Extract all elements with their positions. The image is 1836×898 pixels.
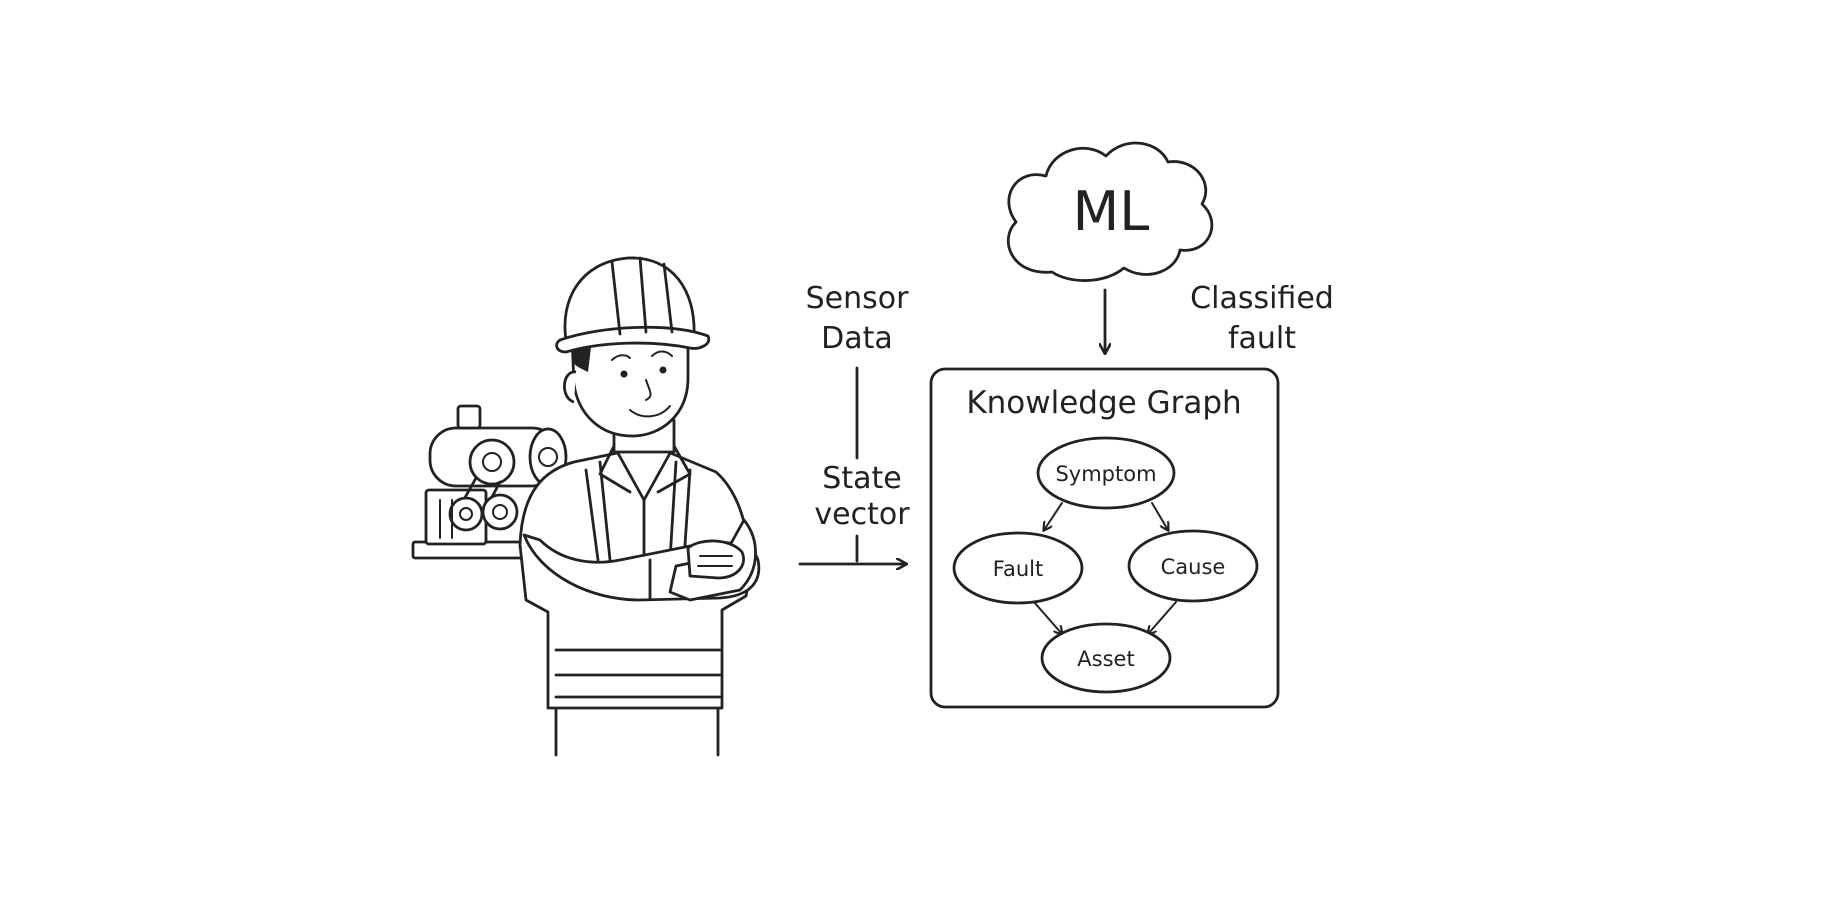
cloud-icon: ML xyxy=(1006,141,1214,282)
edge-symptom-fault xyxy=(1044,502,1063,530)
node-fault: Fault xyxy=(952,531,1084,605)
node-symptom: Symptom xyxy=(1036,436,1176,510)
state-vector-label-line2: vector xyxy=(814,497,910,532)
classified-fault-label-line2: fault xyxy=(1228,321,1296,356)
node-asset-label: Asset xyxy=(1077,647,1134,671)
knowledge-graph-title: Knowledge Graph xyxy=(966,385,1241,421)
sensor-data-label-line1: Sensor xyxy=(806,281,909,316)
edge-cause-asset xyxy=(1148,601,1177,634)
engineer-with-hard-hat-icon xyxy=(518,256,761,757)
sensor-data-label-line2: Data xyxy=(821,321,893,356)
node-fault-label: Fault xyxy=(993,557,1043,581)
ml-label: ML xyxy=(1073,180,1150,243)
knowledge-graph-box: Knowledge Graph Symptom Fault Cause Asse… xyxy=(929,367,1280,709)
edge-symptom-cause xyxy=(1151,502,1168,530)
classified-fault-label-line1: Classified xyxy=(1190,281,1334,316)
state-vector-label-line1: State xyxy=(822,461,901,496)
edge-fault-asset xyxy=(1033,601,1062,634)
node-cause: Cause xyxy=(1127,529,1259,603)
node-cause-label: Cause xyxy=(1161,555,1226,579)
node-symptom-label: Symptom xyxy=(1055,462,1156,486)
node-asset: Asset xyxy=(1040,622,1172,694)
